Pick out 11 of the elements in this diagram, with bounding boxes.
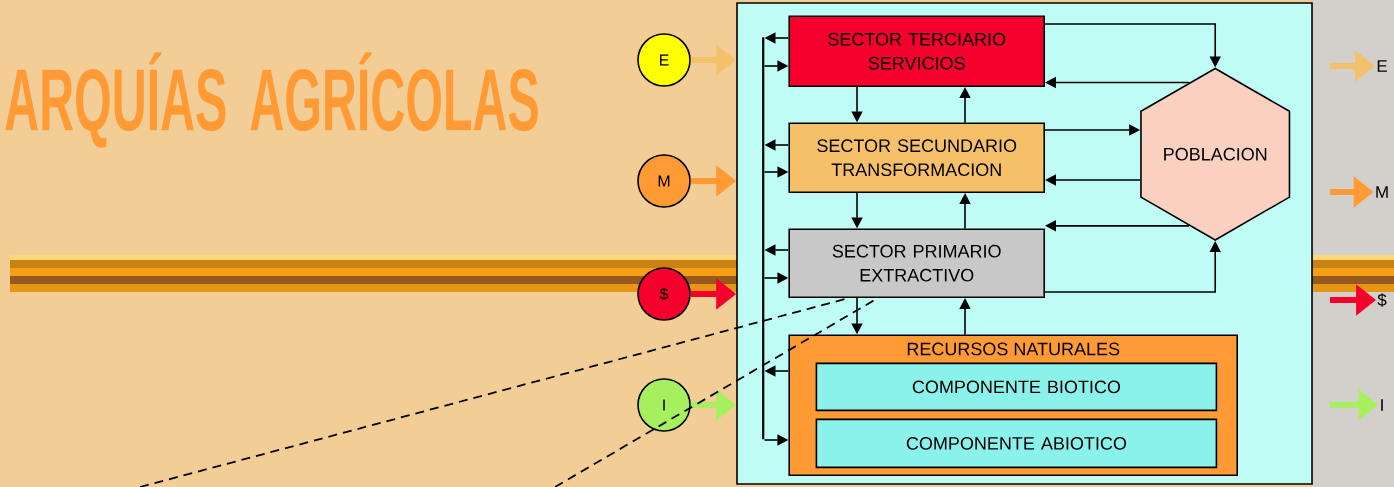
letter-label: $ (1377, 293, 1387, 307)
letter-label: I (1381, 399, 1383, 411)
title: ARQUÍAS AGRÍCOLAS (5, 52, 538, 148)
letter-label: E (1377, 60, 1387, 72)
component-box: COMPONENTE ABIOTICO (815, 418, 1218, 469)
letter-label: M (1376, 186, 1388, 198)
sector-box: SECTOR SECUNDARIO TRANSFORMACION (788, 122, 1045, 193)
sector-box: SECTOR TERCIARIO SERVICIOS (788, 15, 1045, 87)
sector-box: SECTOR PRIMARIO EXTRACTIVO (788, 228, 1045, 298)
population-hexagon: POBLACION (1140, 67, 1291, 241)
component-box: COMPONENTE BIOTICO (815, 362, 1218, 412)
